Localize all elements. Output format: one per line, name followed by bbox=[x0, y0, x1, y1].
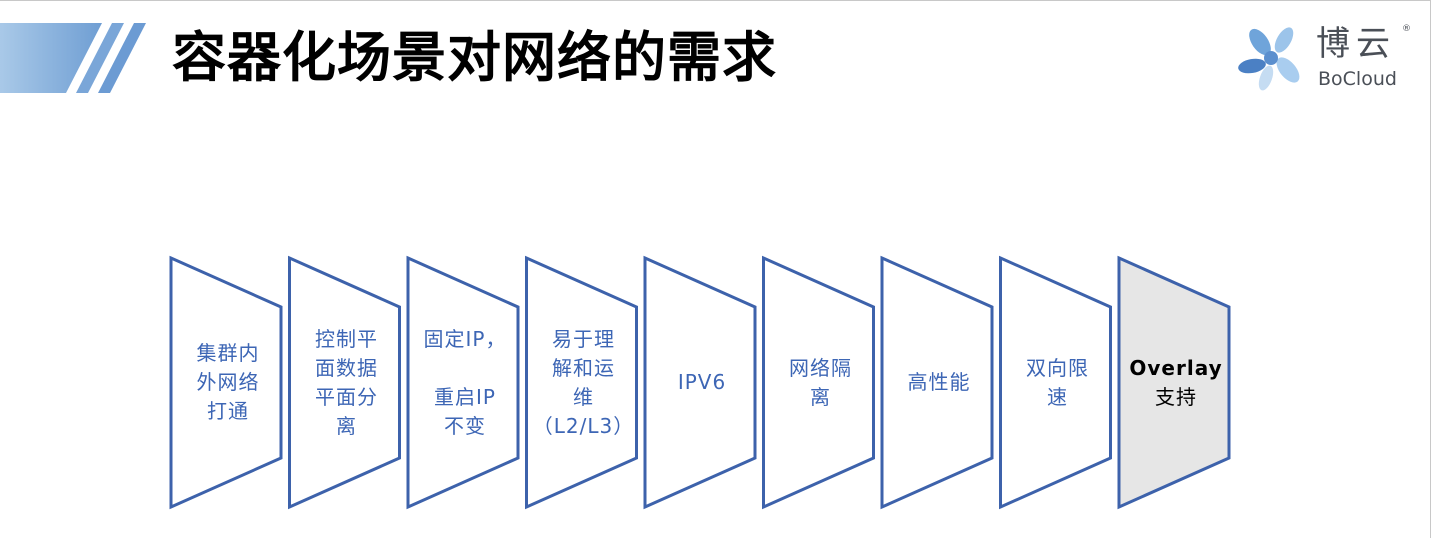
page-title: 容器化场景对网络的需求 bbox=[172, 26, 777, 89]
flow-step-label-7: 高性能 bbox=[884, 368, 994, 397]
logo-name-en: BoCloud bbox=[1318, 68, 1397, 90]
flow-step-line: 外网络 bbox=[196, 370, 260, 394]
flow-step-label-1: 集群内外网络打通 bbox=[173, 339, 283, 426]
flow-step-line: 面数据 bbox=[315, 355, 378, 380]
flow-step-line bbox=[410, 354, 520, 383]
flow-step-shape-1 bbox=[169, 255, 283, 510]
flow-step-line: 固定IP， bbox=[423, 326, 507, 351]
logo-registered-mark: ® bbox=[1402, 24, 1411, 34]
flow-step-line: （L2/L3） bbox=[532, 413, 635, 438]
flow-step-line: Overlay bbox=[1129, 355, 1223, 380]
flow-step-shape-8 bbox=[999, 255, 1112, 510]
header-stripes-decoration bbox=[0, 23, 146, 93]
bocloud-logo: 博云 ® BoCloud bbox=[1236, 22, 1416, 94]
flow-step-shape-2 bbox=[288, 255, 401, 510]
flow-step-line: 双向限 bbox=[1026, 355, 1089, 380]
flow-step-label-9: Overlay 支持 bbox=[1121, 354, 1231, 412]
flow-step-label-4: 易于理解和运维 （L2/L3） bbox=[529, 325, 639, 441]
flow-step-shape-9 bbox=[1117, 255, 1231, 510]
flow-step-line: 支持 bbox=[1155, 384, 1197, 409]
flow-step-shape-4 bbox=[525, 255, 638, 510]
flow-step-line: 集群内 bbox=[196, 341, 260, 365]
logo-name-cn: 博云 bbox=[1316, 24, 1396, 64]
flow-step-line: 离 bbox=[336, 413, 357, 438]
flow-step-line: 网络隔 bbox=[789, 355, 852, 380]
flow-step-line: 高性能 bbox=[907, 370, 971, 394]
flow-step-line: 重启IP bbox=[434, 384, 496, 409]
flow-step-line: 解和运 bbox=[552, 355, 615, 380]
flow-step-shape-3 bbox=[406, 255, 520, 510]
bocloud-flower-icon bbox=[1238, 27, 1300, 91]
flow-step-line: 平面分 bbox=[315, 384, 378, 409]
flow-step-label-6: 网络隔离 bbox=[766, 354, 876, 412]
flow-step-line: 打通 bbox=[207, 399, 249, 423]
flow-step-shape-7 bbox=[880, 255, 994, 510]
flow-step-line: 控制平 bbox=[315, 326, 378, 351]
flow-step-line: IPV6 bbox=[677, 370, 727, 394]
flow-step-line: 不变 bbox=[444, 413, 486, 438]
flow-step-shape-6 bbox=[762, 255, 875, 510]
flow-step-label-5: IPV6 bbox=[647, 368, 757, 397]
flow-step-label-8: 双向限速 bbox=[1003, 354, 1113, 412]
flow-step-line: 维 bbox=[573, 384, 594, 409]
flow-step-label-3: 固定IP， 重启IP 不变 bbox=[410, 325, 520, 441]
flow-step-line: 离 bbox=[810, 384, 831, 409]
flow-step-shape-5 bbox=[643, 255, 757, 510]
flow-step-label-2: 控制平面数据平面分离 bbox=[292, 325, 402, 441]
flow-step-line: 速 bbox=[1047, 384, 1068, 409]
flow-step-line: 易于理 bbox=[552, 326, 615, 351]
